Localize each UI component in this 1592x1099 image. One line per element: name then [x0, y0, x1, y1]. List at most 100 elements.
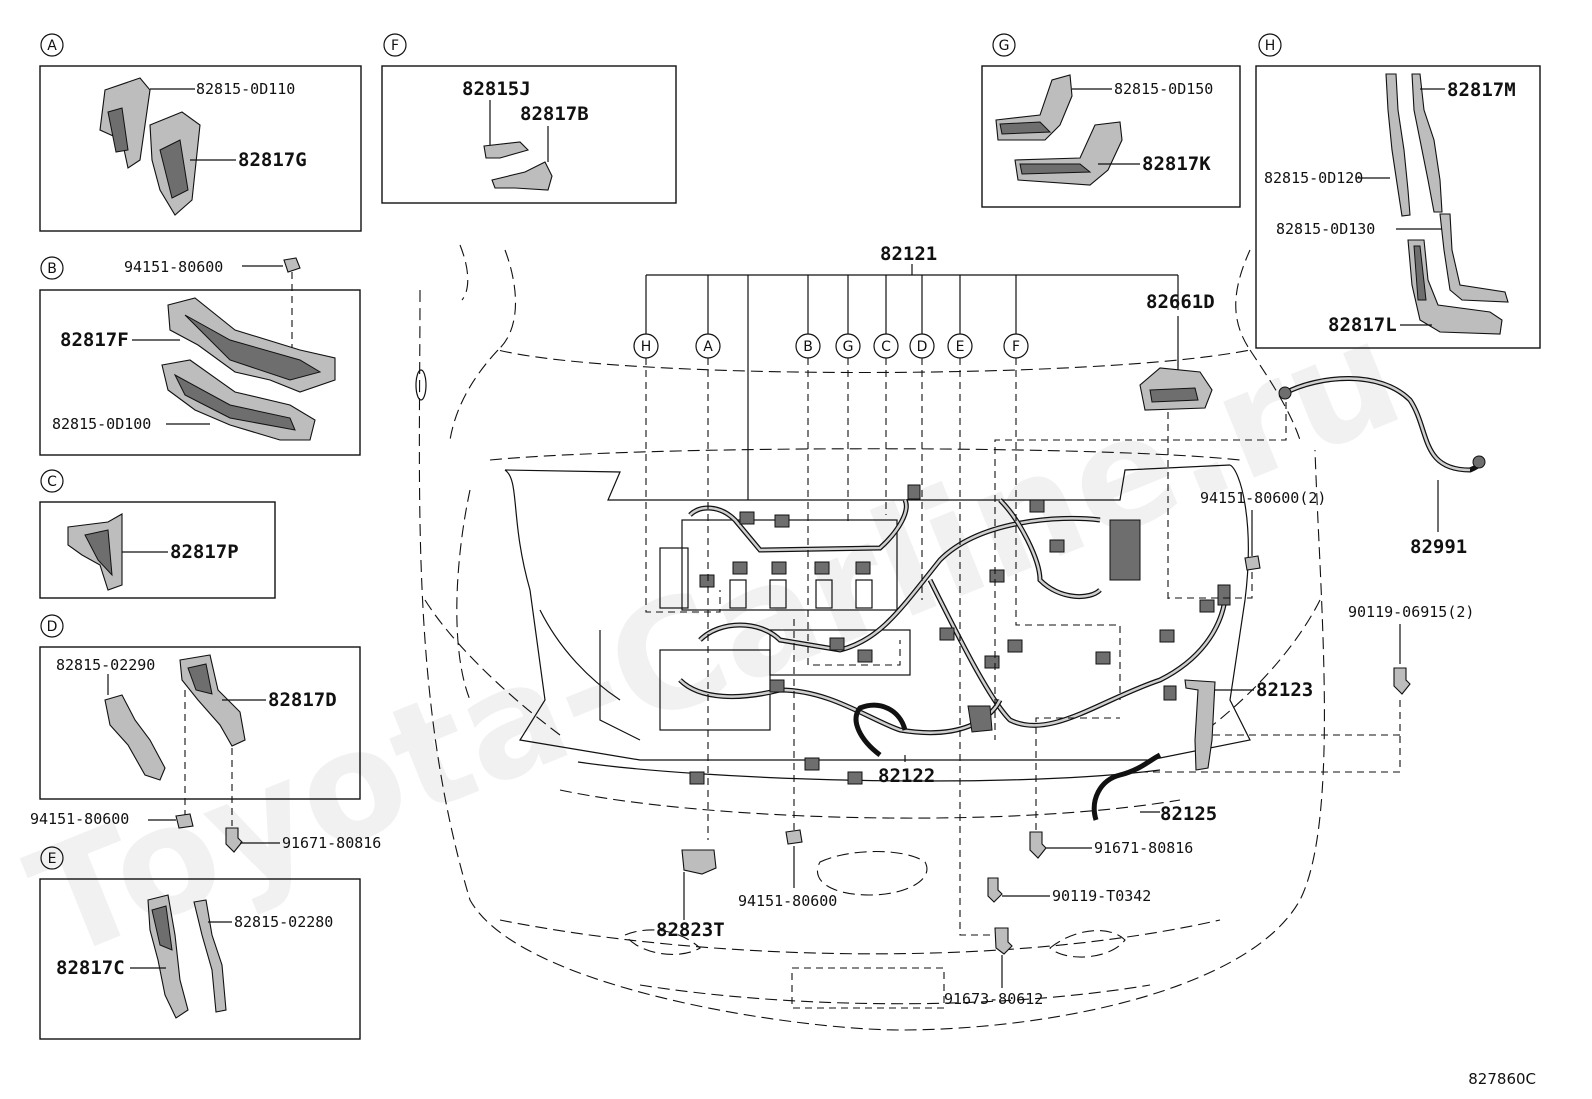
- body-outline: [418, 289, 1325, 1031]
- wire-82125: [1091, 752, 1162, 821]
- inset-f-letter: F: [391, 38, 399, 54]
- coil-packs: [729, 579, 873, 609]
- harness-wire: [689, 499, 908, 552]
- connector: [689, 771, 705, 785]
- bolt-icon: [225, 827, 243, 853]
- protector-82817m-shape: [1411, 73, 1443, 213]
- body-line: [415, 369, 427, 401]
- inset-d-callout: [40, 614, 64, 638]
- label-94151-80600: 94151-80600: [124, 258, 223, 276]
- ground-cable-core: [1284, 377, 1471, 472]
- dashed-leader: [807, 358, 901, 666]
- label-82815-0d130: 82815-0D130: [1276, 220, 1375, 238]
- inset-f: F 82815J 82817B: [381, 33, 677, 204]
- connector: [699, 574, 715, 588]
- inset-g: G 82815-0D150 82817K: [981, 33, 1241, 208]
- label-82122: 82122: [878, 765, 935, 787]
- callout-c: C: [873, 333, 899, 359]
- label-82817k: 82817K: [1142, 153, 1211, 175]
- inset-g-letter: G: [999, 38, 1010, 54]
- inset-b-frame: [39, 289, 361, 456]
- label-82815-0d150: 82815-0D150: [1114, 80, 1213, 98]
- callout-b-letter: B: [803, 339, 813, 355]
- connector: [739, 511, 755, 525]
- label-82815-02280: 82815-02280: [234, 913, 333, 931]
- protector-82817l-shape: [1407, 239, 1503, 335]
- coil-pack: [769, 579, 787, 609]
- body-line: [459, 244, 469, 301]
- label-82123: 82123: [1256, 679, 1313, 701]
- inset-f-frame: [381, 65, 677, 204]
- label-82121: 82121: [880, 243, 937, 265]
- dashed-leader: [1140, 700, 1401, 773]
- inset-h-callout: [1258, 33, 1282, 57]
- body-line: [559, 789, 1181, 819]
- cable-terminal: [1278, 386, 1292, 400]
- inset-a: A 82815-0D110 82817G: [39, 33, 362, 232]
- dashed-leader: [1015, 358, 1121, 700]
- label-82817d: 82817D: [268, 689, 337, 711]
- engine-part: [769, 629, 911, 676]
- label-82815-02290: 82815-02290: [56, 656, 155, 674]
- body-line: [639, 984, 1151, 1005]
- label-82815-0d120: 82815-0D120: [1264, 169, 1363, 187]
- inset-b-callout: [40, 256, 64, 280]
- main-callouts: 82121 H A B G C: [633, 243, 1486, 1008]
- protector-shade: [184, 314, 322, 381]
- inset-d-letter: D: [47, 619, 58, 635]
- label-82817m: 82817M: [1447, 79, 1516, 101]
- protector-02290-shape: [104, 694, 166, 781]
- inset-e: E 82815-02280 82817C: [39, 846, 361, 1040]
- clamp-82823t: [681, 849, 717, 875]
- protector-82815j-shape: [483, 141, 530, 159]
- inset-e-callout: [40, 846, 64, 870]
- wire-82122: [853, 702, 908, 757]
- connector: [771, 561, 787, 575]
- nut-icon: [1244, 555, 1261, 571]
- label-82817g: 82817G: [238, 149, 307, 171]
- connector: [1159, 629, 1175, 643]
- inset-c-letter: C: [47, 474, 57, 490]
- label-82125: 82125: [1160, 803, 1217, 825]
- callout-b: B: [795, 333, 821, 359]
- inset-a-frame: [39, 65, 362, 232]
- callout-f-letter: F: [1012, 339, 1020, 355]
- label-82815-0d100: 82815-0D100: [52, 415, 151, 433]
- protector-0d130-shape: [1439, 213, 1509, 303]
- body-line: [456, 489, 471, 701]
- label-82817c: 82817C: [56, 957, 125, 979]
- connector: [1163, 685, 1177, 701]
- label-94151-80600-2: 94151-80600(2): [1200, 489, 1326, 507]
- nut-icon: [785, 829, 803, 845]
- inset-e-frame: [39, 878, 361, 1040]
- inset-h-frame: [1255, 65, 1541, 349]
- inset-c: C 82817P: [39, 469, 276, 599]
- engine-part: [539, 609, 621, 701]
- inset-g-callout: [992, 33, 1016, 57]
- harness-wire: [679, 679, 1002, 734]
- protector-shade: [187, 663, 213, 695]
- protector-shade: [159, 139, 189, 199]
- label-82817l: 82817L: [1328, 314, 1397, 336]
- body-line: [1249, 349, 1301, 441]
- dashed-leader: [1168, 572, 1253, 599]
- connector: [774, 514, 790, 528]
- inset-d-frame: [39, 646, 361, 800]
- inset-c-frame: [39, 501, 276, 599]
- cable-terminal: [1472, 455, 1486, 469]
- callout-f: F: [1003, 333, 1029, 359]
- bolt-icon: [987, 877, 1003, 903]
- callout-a-letter: A: [703, 339, 713, 355]
- dashed-leader: [959, 358, 1000, 936]
- label-94151-80600: 94151-80600: [738, 892, 837, 910]
- license-plate-outline: [791, 967, 945, 1009]
- inset-b: B 94151-80600 82817F 82815-0D100: [39, 256, 361, 456]
- label-82815j: 82815J: [462, 78, 531, 100]
- callout-c-letter: C: [881, 339, 891, 355]
- connector: [939, 627, 955, 641]
- connector: [804, 757, 820, 771]
- body-line: [449, 349, 499, 441]
- inset-b-letter: B: [47, 261, 57, 277]
- coil-pack: [729, 579, 747, 609]
